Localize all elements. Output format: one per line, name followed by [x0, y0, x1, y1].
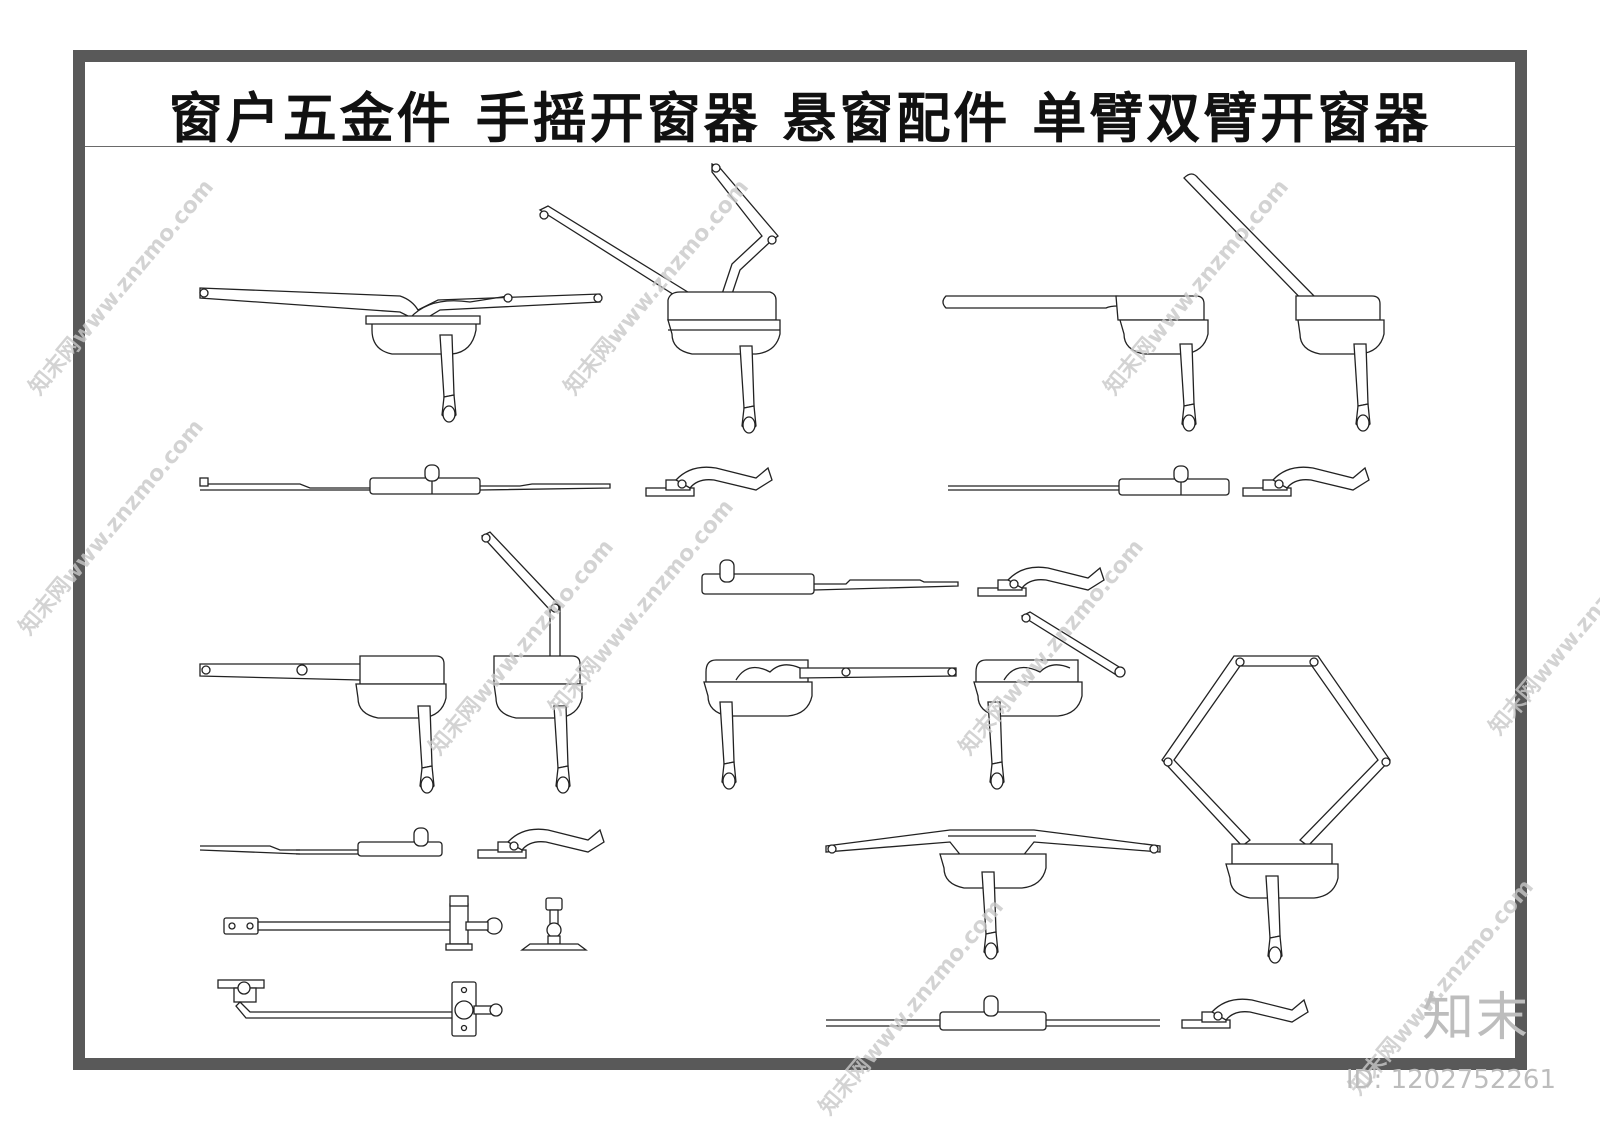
operator-double-link-open	[538, 162, 781, 434]
operator-dual-arm-open	[1161, 655, 1391, 964]
casement-stay	[217, 979, 503, 1037]
operator-dual-arm-closed	[825, 829, 1161, 960]
limit-stay-side-view	[520, 897, 588, 951]
operator-short-arm-open	[480, 531, 583, 794]
curve-handle-4	[477, 828, 605, 859]
operator-single-arm-open	[1183, 173, 1385, 432]
sideview-row1-right	[948, 465, 1230, 496]
sideview-row1-left	[199, 464, 611, 495]
operator-slotted-closed	[703, 659, 957, 790]
sideview-slotted	[701, 559, 959, 595]
curve-handle-5	[1181, 998, 1309, 1029]
operator-short-arm-closed	[199, 655, 447, 794]
operator-double-link-closed	[199, 287, 603, 423]
curve-handle-1	[645, 466, 773, 497]
drawing-sheet-frame: 窗户五金件 手摇开窗器 悬窗配件 单臂双臂开窗器	[73, 50, 1527, 1070]
sideview-dual-arm	[826, 995, 1160, 1031]
operator-slotted-open	[973, 611, 1126, 790]
brand-logo: 知末	[1421, 988, 1530, 1048]
limit-stay-with-knob	[223, 895, 503, 951]
sideview-row2	[199, 827, 443, 857]
image-id: ID: 1202752261	[1345, 1065, 1556, 1095]
operator-single-arm-closed	[942, 295, 1209, 432]
curve-handle-2	[1242, 466, 1370, 497]
title-band: 窗户五金件 手摇开窗器 悬窗配件 单臂双臂开窗器	[85, 62, 1515, 150]
sheet-title: 窗户五金件 手摇开窗器 悬窗配件 单臂双臂开窗器	[168, 87, 1432, 150]
